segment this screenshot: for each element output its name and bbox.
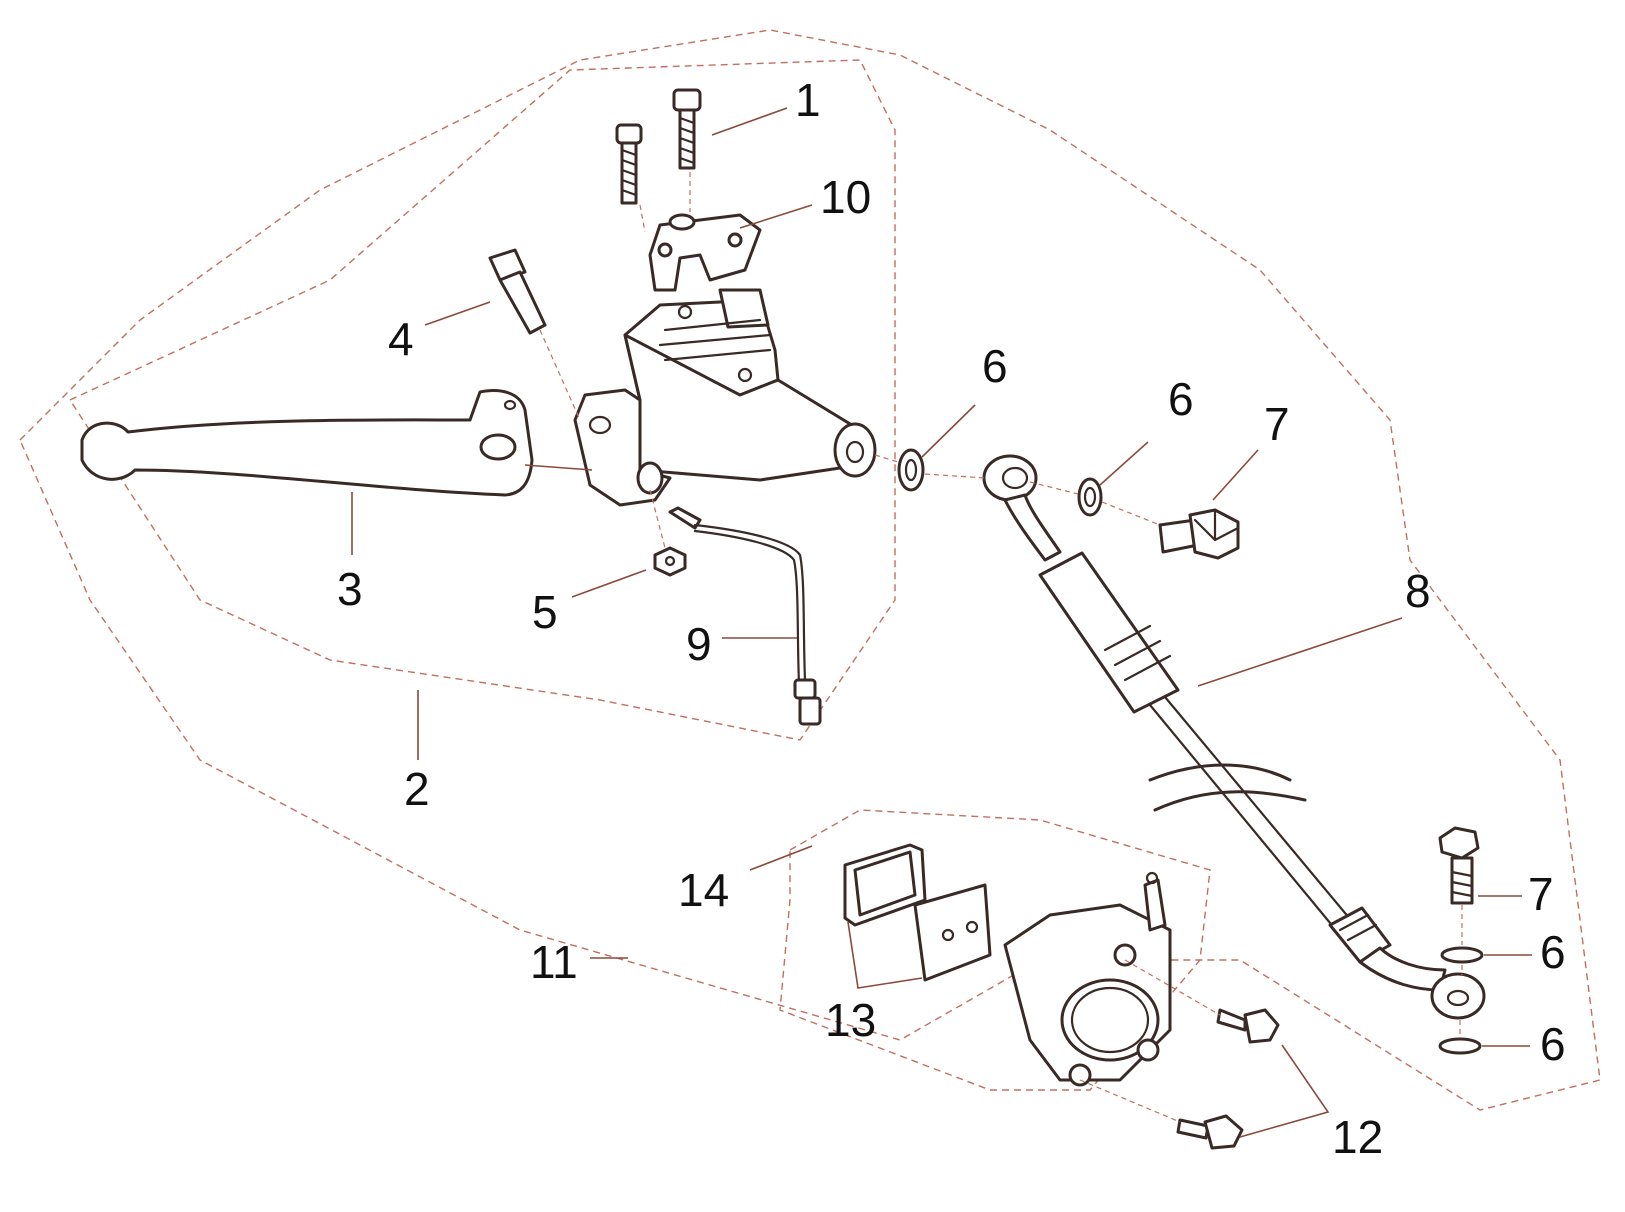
washer-lower-lower	[1438, 1037, 1482, 1055]
pivot-bolt	[488, 248, 547, 335]
callout-5: 5	[532, 586, 558, 638]
banjo-bolt-upper	[1158, 508, 1240, 560]
callout-11: 11	[530, 936, 578, 988]
assembly-lines	[539, 172, 1463, 1123]
handlebar-clamp	[648, 213, 762, 292]
callout-6-bottom-upper: 6	[1540, 926, 1566, 978]
callout-12: 12	[1332, 1111, 1383, 1163]
caliper-bolt-upper	[1216, 1008, 1280, 1044]
master-cylinder	[573, 288, 877, 507]
callout-4: 4	[388, 313, 414, 365]
callout-14: 14	[678, 864, 729, 916]
brake-light-switch	[668, 506, 822, 726]
callout-7-top: 7	[1264, 398, 1290, 450]
washer-lower-upper	[1440, 946, 1484, 964]
brake-hose	[982, 454, 1486, 1020]
callout-6-top-left: 6	[982, 340, 1008, 392]
brake-caliper	[1003, 871, 1172, 1087]
brake-pad-front	[843, 843, 927, 927]
screw-pair	[615, 88, 702, 205]
caliper-bolt-lower	[1176, 1114, 1244, 1150]
leader-lines	[351, 107, 1532, 1138]
callout-7-bottom: 7	[1528, 868, 1554, 920]
lever-nut	[653, 546, 687, 577]
brake-pad-rear	[913, 883, 992, 982]
callout-1: 1	[795, 74, 821, 126]
callout-2: 2	[404, 763, 430, 815]
callout-numbers: 1 10 4 3 5 9 2 6 6 7 8 14 11 13 7 6 6 12	[337, 74, 1566, 1163]
banjo-bolt-lower	[1438, 826, 1480, 905]
callout-3: 3	[337, 563, 363, 615]
washer-upper-right	[1077, 477, 1103, 517]
reservoir-label-plate	[658, 304, 772, 383]
outer-group-outline	[19, 29, 1601, 1111]
callout-8: 8	[1405, 565, 1431, 617]
master-cylinder-group-outline	[68, 59, 896, 741]
washer-upper-left	[897, 448, 925, 492]
callout-6-bottom-lower: 6	[1540, 1018, 1566, 1070]
callout-6-top-right: 6	[1168, 373, 1194, 425]
brake-lever	[80, 389, 534, 497]
callout-9: 9	[686, 618, 712, 670]
callout-10: 10	[820, 171, 871, 223]
callout-13: 13	[825, 994, 876, 1046]
